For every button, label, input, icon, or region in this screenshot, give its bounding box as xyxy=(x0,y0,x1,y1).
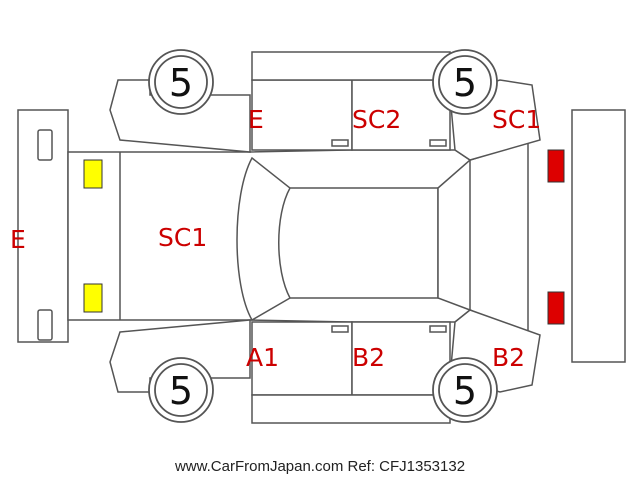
wheel-rear-right-value: 5 xyxy=(453,369,477,413)
vehicle-inspection-diagram: 5 5 5 5 E SC1 E SC2 SC1 A1 B2 B2 xyxy=(10,49,626,424)
code-front-bumper: E xyxy=(10,225,26,254)
footer-reference: www.CarFromJapan.com Ref: CFJ1353132 xyxy=(174,458,466,475)
front-bumper xyxy=(17,109,69,343)
yellow-lamp-top xyxy=(83,159,103,189)
wheel-rear-right: 5 xyxy=(432,357,498,423)
wheel-rear-left-value: 5 xyxy=(453,61,477,105)
code-hood: SC1 xyxy=(158,223,207,252)
wheel-front-right: 5 xyxy=(148,357,214,423)
wheel-front-left-value: 5 xyxy=(169,61,193,105)
code-right-front-fender: A1 xyxy=(246,343,279,372)
wheel-rear-left: 5 xyxy=(432,49,498,115)
wheel-front-left: 5 xyxy=(148,49,214,115)
rear-bumper xyxy=(571,109,626,363)
code-left-rear-fender: SC1 xyxy=(492,105,541,134)
yellow-lamp-bottom xyxy=(83,283,103,313)
red-lamp-top xyxy=(547,149,565,183)
car-body xyxy=(67,140,529,337)
code-right-rear-fender: B2 xyxy=(492,343,525,372)
code-right-rear-door: B2 xyxy=(352,343,385,372)
red-lamp-bottom xyxy=(547,291,565,325)
wheel-front-right-value: 5 xyxy=(169,369,193,413)
code-left-rear-door: SC2 xyxy=(352,105,401,134)
right-side-panels xyxy=(109,309,541,424)
code-left-front-fender: E xyxy=(248,105,264,134)
